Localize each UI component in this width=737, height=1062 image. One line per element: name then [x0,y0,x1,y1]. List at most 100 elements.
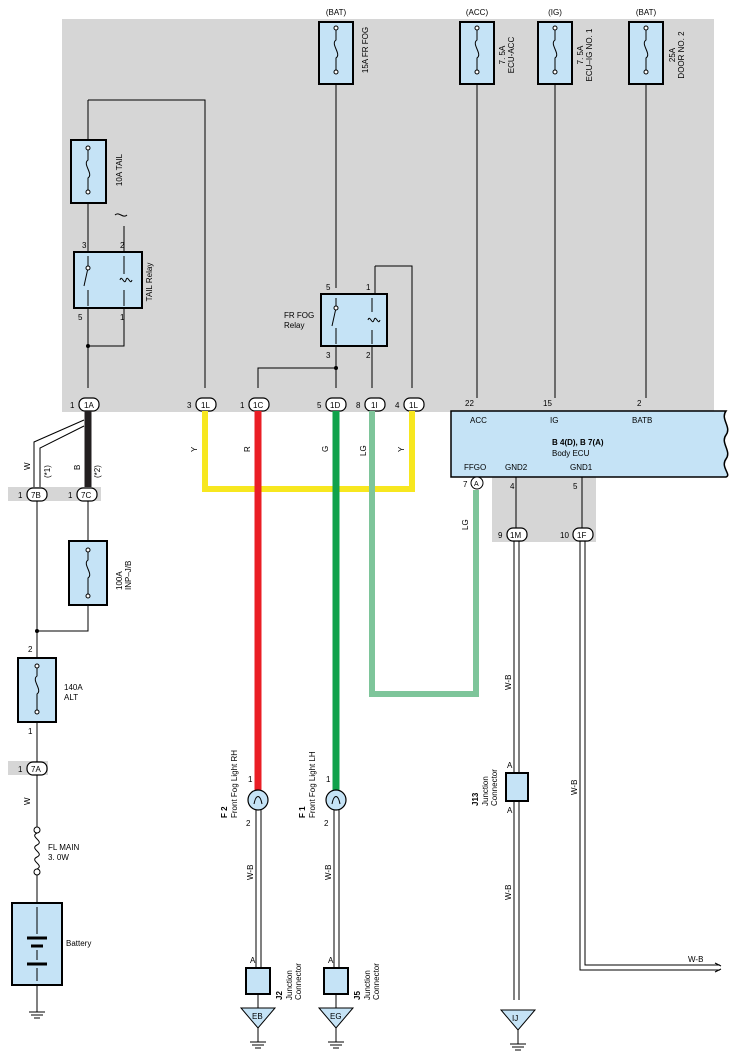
svg-text:7A: 7A [31,765,41,774]
svg-text:1: 1 [326,775,331,784]
body-ecu: 22 15 2 ACC IG BATB B 4(D), B 7(A) Body … [450,399,729,478]
svg-text:1C: 1C [253,401,263,410]
svg-text:100AINP–J/B: 100AINP–J/B [115,561,133,590]
svg-text:7C: 7C [81,491,91,500]
svg-text:B: B [73,465,82,470]
battery: Battery [11,902,91,986]
junction-block-panel [62,19,714,412]
tail-relay-label: TAIL Relay [145,263,154,302]
svg-text:1I: 1I [371,401,378,410]
fuse-source-label: (BAT) [636,8,657,17]
svg-text:IJ: IJ [512,1014,518,1023]
ecu-pin-name: GND1 [570,463,593,472]
fuse-fr-fog: (BAT) 15A FR FOG [318,8,370,85]
svg-text:J13: J13 [471,792,480,806]
svg-text:W-B: W-B [570,780,579,795]
svg-text:JunctionConnector: JunctionConnector [481,769,499,806]
svg-text:3: 3 [326,351,331,360]
svg-text:1L: 1L [409,401,418,410]
wire-label-r: R [243,446,252,452]
svg-text:A: A [507,761,513,770]
ground-ij: IJ [499,1009,537,1051]
svg-text:1: 1 [248,775,253,784]
svg-text:1: 1 [366,283,371,292]
fuse-tail: 10A TAIL [70,139,124,204]
svg-text:EB: EB [252,1012,263,1021]
svg-text:Front Fog Light LH: Front Fog Light LH [308,751,317,818]
svg-text:5: 5 [317,401,322,410]
ecu-title: B 4(D), B 7(A) [552,438,604,447]
svg-text:JunctionConnector: JunctionConnector [285,963,303,1000]
fuse-door-no2: (BAT) 25ADOOR NO. 2 [628,8,686,85]
svg-text:1F: 1F [577,531,586,540]
svg-text:W: W [23,797,32,805]
ground-eg: EG [317,1007,355,1049]
svg-text:5: 5 [573,482,578,491]
svg-text:1: 1 [120,313,125,322]
svg-text:W: W [23,462,32,470]
svg-text:W-B: W-B [688,955,703,964]
ecu-pin-num: 22 [465,399,474,408]
svg-text:1D: 1D [330,401,340,410]
svg-text:7: 7 [463,480,468,489]
yellow-wire [202,411,415,492]
svg-text:1: 1 [240,401,245,410]
svg-text:A: A [474,481,479,488]
svg-text:1: 1 [18,491,23,500]
fuse-rating-label: 7. 5AECU–IG NO. 1 [576,28,594,81]
svg-text:A: A [328,956,334,965]
fuse-ecu-ig: (IG) 7. 5AECU–IG NO. 1 [537,8,594,85]
svg-text:EG: EG [330,1012,342,1021]
svg-text:W-B: W-B [246,865,255,880]
front-fog-light-lh: 1 2 F 1 Front Fog Light LH [298,751,347,828]
svg-text:(*2): (*2) [93,465,102,478]
fuse-source-label: (ACC) [466,8,489,17]
fuse-source-label: (BAT) [326,8,347,17]
fuse-rating-label: 15A FR FOG [361,27,370,73]
svg-text:10: 10 [560,531,569,540]
left-pin-7a: 1 7A [18,761,48,776]
fuse-inp-jb: 100AINP–J/B [68,540,133,606]
light-green-wire [369,411,479,697]
junction-j5: A J5 JunctionConnector [323,956,381,1000]
svg-text:2: 2 [120,241,125,250]
svg-text:9: 9 [498,531,503,540]
svg-text:JunctionConnector: JunctionConnector [363,963,381,1000]
svg-text:1: 1 [18,765,23,774]
fuse-source-label: (IG) [548,8,562,17]
svg-text:5: 5 [78,313,83,322]
wire-label-lg: LG [359,445,368,456]
svg-text:3: 3 [187,401,192,410]
svg-text:8: 8 [356,401,361,410]
junction-j13: A A J13 JunctionConnector [471,761,529,815]
wire-label-lg-ecu: LG [461,519,470,530]
fuse-rating-label: 25ADOOR NO. 2 [668,31,686,79]
svg-text:1A: 1A [84,401,94,410]
svg-text:F 1: F 1 [298,806,307,818]
junction-j2: A J2 JunctionConnector [245,956,303,1000]
svg-text:2: 2 [246,819,251,828]
svg-text:5: 5 [326,283,331,292]
svg-text:2: 2 [324,819,329,828]
svg-text:(*1): (*1) [43,465,52,478]
ecu-pin-name: BATB [632,416,652,425]
front-fog-light-rh: 1 2 F 2 Front Fog Light RH [220,750,269,828]
svg-text:2: 2 [28,645,33,654]
ecu-pin-name: IG [550,416,558,425]
svg-text:2: 2 [366,351,371,360]
svg-text:W-B: W-B [504,885,513,900]
left-pin-7b: 1 7B [18,487,48,502]
fuse-tail-label: 10A TAIL [115,153,124,186]
ground-eb: EB [239,1007,277,1049]
wire-label-y-left: Y [190,446,199,452]
svg-text:7B: 7B [31,491,41,500]
